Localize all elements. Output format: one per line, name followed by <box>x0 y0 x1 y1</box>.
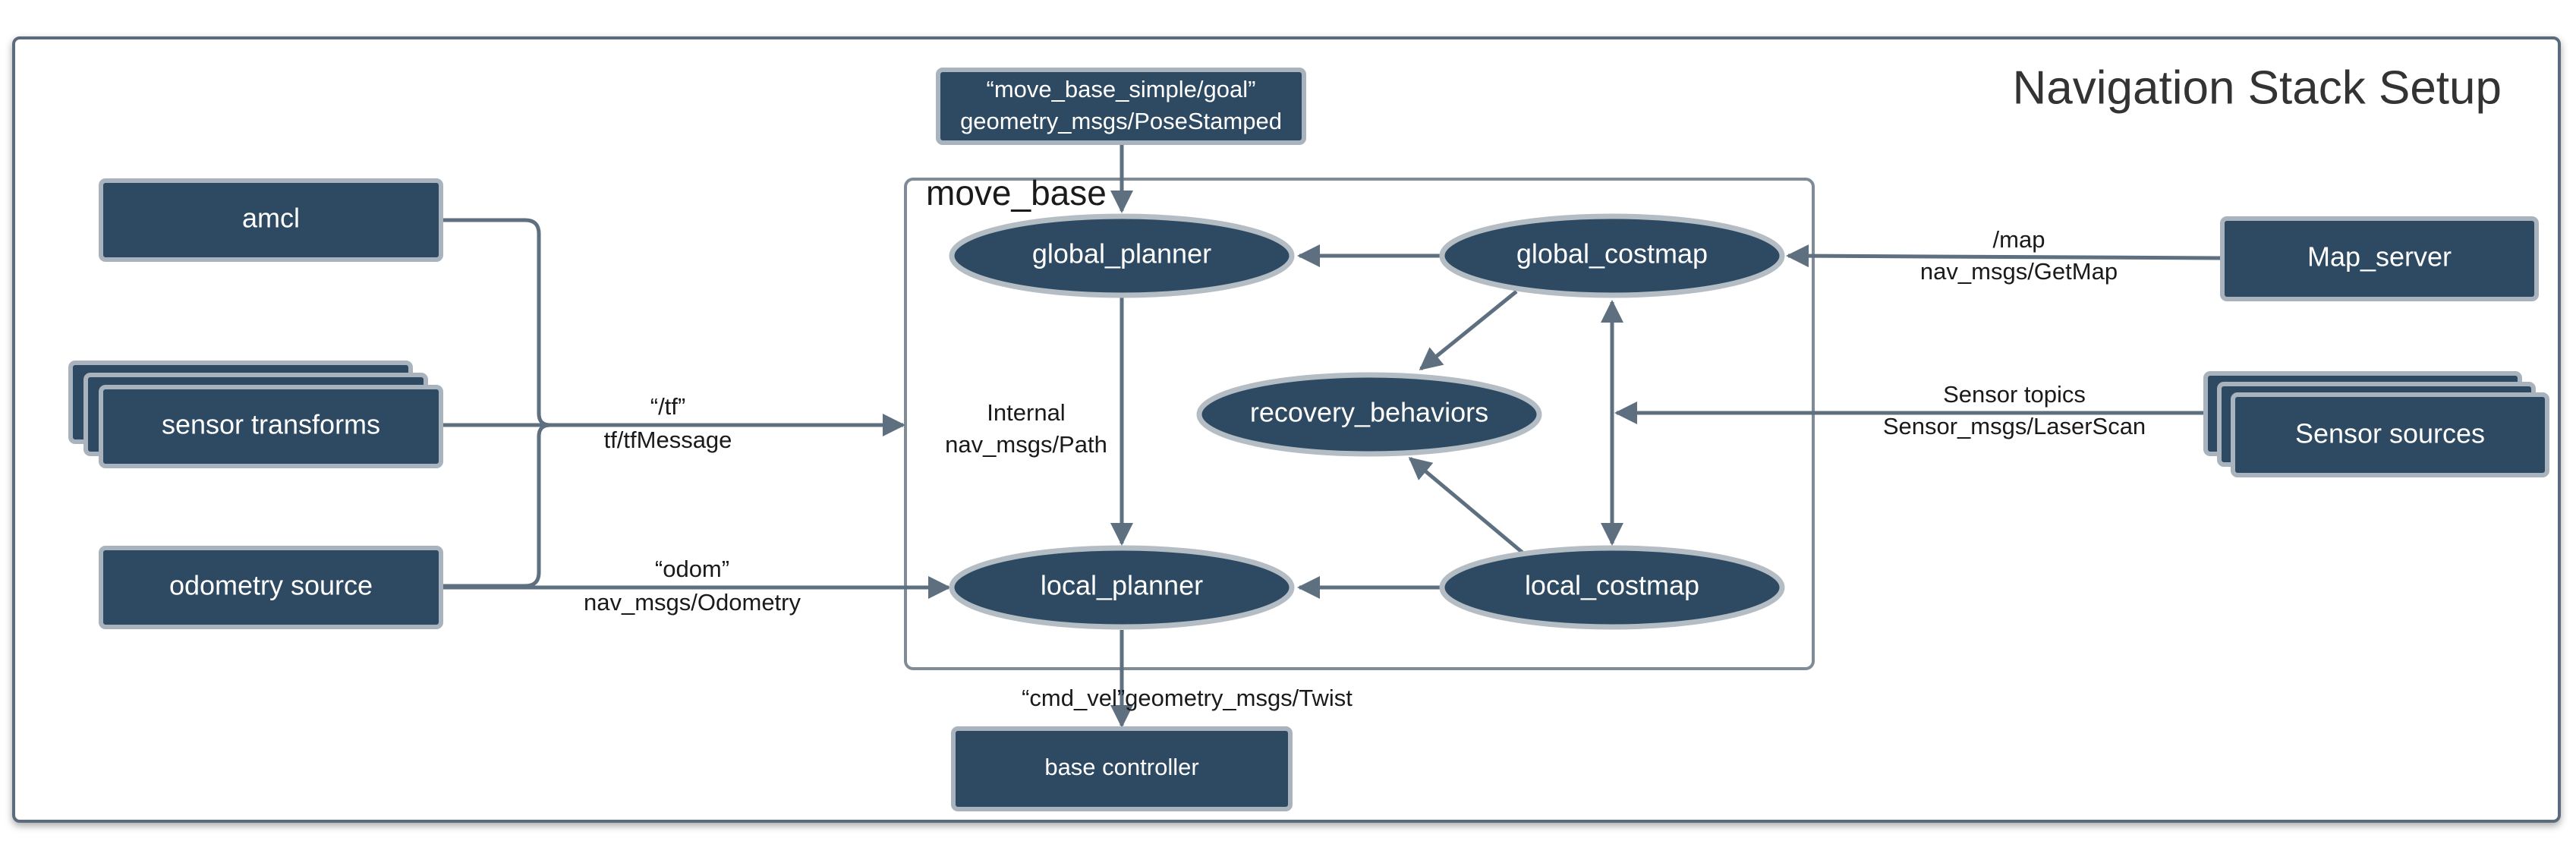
sensor-sources-node: Sensor sources <box>2203 371 2549 477</box>
edge-label-sensor-topics: Sensor topics <box>1943 381 2086 408</box>
edge-label-internal: Internal <box>987 399 1065 426</box>
edge-local-costmap-to-recovery <box>1408 457 1524 554</box>
edge-label-cmd-vel: “cmd_vel”geometry_msgs/Twist <box>1022 685 1353 711</box>
local-planner-node: local_planner <box>949 545 1295 630</box>
edge-label-map-topic: /map <box>1993 226 2045 253</box>
move-base-group-title: move_base <box>926 173 1107 213</box>
local-planner-label: local_planner <box>1041 570 1203 601</box>
base-controller-node: base controller <box>951 726 1293 811</box>
base-controller-label: base controller <box>1044 754 1198 780</box>
edge-label-tf-type: tf/tfMessage <box>604 427 732 453</box>
edge-label-odom-type: nav_msgs/Odometry <box>584 589 801 616</box>
local-costmap-node: local_costmap <box>1439 545 1785 630</box>
diagram-title: Navigation Stack Setup <box>2013 61 2502 114</box>
edge-label-sensor-type: Sensor_msgs/LaserScan <box>1883 413 2146 439</box>
recovery-behaviors-node: recovery_behaviors <box>1196 372 1542 457</box>
odometry-source-node: odometry source <box>99 546 443 629</box>
sensor-transforms-node: sensor transforms <box>68 361 443 468</box>
sensor-transforms-label: sensor transforms <box>162 409 380 440</box>
edge-odometry-to-tf <box>442 423 551 588</box>
recovery-behaviors-label: recovery_behaviors <box>1250 397 1488 428</box>
local-costmap-label: local_costmap <box>1525 570 1699 601</box>
map-server-node: Map_server <box>2220 216 2539 301</box>
edge-label-odom-topic: “odom” <box>655 556 729 582</box>
global-planner-label: global_planner <box>1032 238 1211 269</box>
edge-global-costmap-to-recovery <box>1419 290 1518 370</box>
edge-label-map-type: nav_msgs/GetMap <box>1920 258 2118 285</box>
odometry-source-label: odometry source <box>169 570 373 601</box>
global-planner-node: global_planner <box>949 213 1295 298</box>
goal-type: geometry_msgs/PoseStamped <box>960 108 1282 134</box>
amcl-node: amcl <box>99 178 443 262</box>
sensor-sources-label: Sensor sources <box>2295 418 2485 449</box>
edge-amcl-to-tf <box>442 218 551 427</box>
goal-node: “move_base_simple/goal” geometry_msgs/Po… <box>936 68 1306 145</box>
goal-topic: “move_base_simple/goal” <box>987 76 1256 102</box>
edge-map-server-to-global-costmap <box>1786 244 2223 268</box>
diagram-frame <box>12 36 2561 823</box>
amcl-label: amcl <box>242 203 300 234</box>
global-costmap-label: global_costmap <box>1516 238 1708 269</box>
global-costmap-node: global_costmap <box>1439 213 1785 298</box>
edge-label-internal-type: nav_msgs/Path <box>945 431 1107 458</box>
edge-label-tf-topic: “/tf” <box>650 393 686 420</box>
map-server-label: Map_server <box>2307 241 2452 272</box>
